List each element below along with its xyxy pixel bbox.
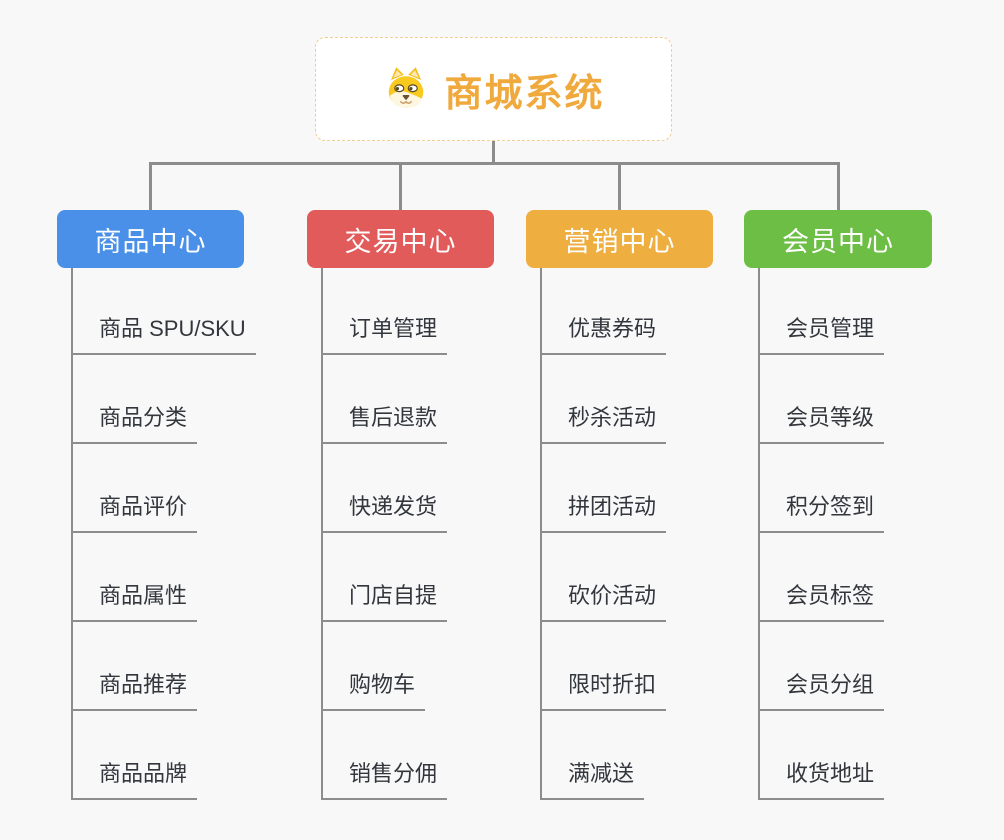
leaf-node[interactable]: 满减送	[540, 756, 645, 800]
leaf-node[interactable]: 购物车	[321, 667, 426, 711]
root-stem-connector	[492, 141, 495, 162]
root-node[interactable]: 商城系统	[315, 37, 672, 141]
leaf-node[interactable]: 限时折扣	[540, 667, 667, 711]
leaf-node[interactable]: 快递发货	[321, 489, 448, 533]
child-spine-members	[758, 268, 760, 800]
child-spine-trade	[321, 268, 323, 800]
leaf-node[interactable]: 会员标签	[758, 578, 885, 622]
leaf-node[interactable]: 收货地址	[758, 756, 885, 800]
leaf-node[interactable]: 拼团活动	[540, 489, 667, 533]
leaf-node[interactable]: 商品推荐	[71, 667, 198, 711]
leaf-node[interactable]: 门店自提	[321, 578, 448, 622]
child-spine-products	[71, 268, 73, 800]
leaf-node[interactable]: 会员管理	[758, 311, 885, 355]
leaf-node[interactable]: 订单管理	[321, 311, 448, 355]
leaf-node[interactable]: 商品分类	[71, 400, 198, 444]
leaf-node[interactable]: 优惠券码	[540, 311, 667, 355]
branch-drop-connector-trade	[399, 162, 402, 210]
branch-header-marketing[interactable]: 营销中心	[526, 210, 713, 268]
branch-drop-connector-marketing	[618, 162, 621, 210]
branch-header-trade[interactable]: 交易中心	[307, 210, 494, 268]
leaf-node[interactable]: 商品 SPU/SKU	[71, 311, 256, 355]
root-title: 商城系统	[444, 72, 605, 115]
leaf-node[interactable]: 商品属性	[71, 578, 198, 622]
leaf-node[interactable]: 积分签到	[758, 489, 885, 533]
branch-header-products[interactable]: 商品中心	[57, 210, 244, 268]
child-spine-marketing	[540, 268, 542, 800]
leaf-node[interactable]: 秒杀活动	[540, 400, 667, 444]
branch-drop-connector-members	[836, 162, 840, 210]
leaf-node[interactable]: 砍价活动	[540, 578, 667, 622]
dog-face-icon	[389, 67, 424, 108]
leaf-node[interactable]: 商品品牌	[71, 756, 198, 800]
leaf-node[interactable]: 会员等级	[758, 400, 885, 444]
leaf-node[interactable]: 会员分组	[758, 667, 885, 711]
branch-header-members[interactable]: 会员中心	[744, 210, 932, 268]
leaf-node[interactable]: 销售分佣	[321, 756, 448, 800]
branch-drop-connector-products	[149, 162, 152, 210]
branch-rail-connector	[149, 162, 839, 165]
leaf-node[interactable]: 商品评价	[71, 489, 198, 533]
leaf-node[interactable]: 售后退款	[321, 400, 448, 444]
